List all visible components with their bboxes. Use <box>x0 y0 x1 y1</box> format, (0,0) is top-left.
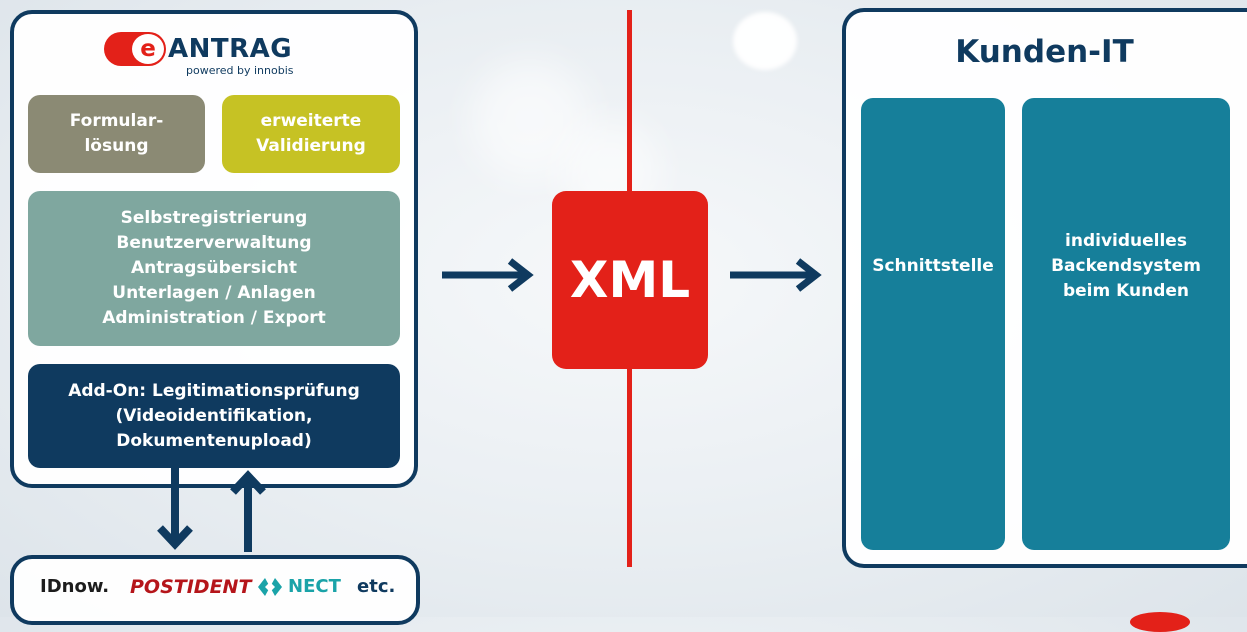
logo-tagline: powered by innobis <box>186 64 294 77</box>
arrow-right-icon <box>442 258 534 292</box>
logo-letter: e <box>132 34 164 64</box>
nect-logo-icon <box>258 578 282 596</box>
box-erweiterte-validierung: erweiterte Validierung <box>222 95 400 173</box>
provider-idnow: IDnow. <box>40 576 110 597</box>
arrow-up-icon <box>230 470 266 552</box>
arrow-right-icon <box>730 258 822 292</box>
box-backendsystem-label: individuelles Backendsystem beim Kunden <box>1051 231 1201 301</box>
xml-label: XML <box>569 251 691 309</box>
box-addon: Add-On: Legitimationsprüfung (Videoident… <box>28 364 400 468</box>
logo-name: ANTRAG <box>168 34 293 64</box>
arrow-down-icon <box>157 468 193 550</box>
exchange-arrows <box>157 468 266 552</box>
box-schnittstelle-label: Schnittstelle <box>872 256 994 276</box>
eantrag-logo-badge: e <box>104 32 166 66</box>
box-features-label: Selbstregistrierung Benutzerverwaltung A… <box>102 208 326 328</box>
corner-badge <box>1130 612 1190 632</box>
box-backendsystem: individuelles Backendsystem beim Kunden <box>1022 98 1230 550</box>
background-blur <box>733 12 797 70</box>
kunden-it-title: Kunden-IT <box>955 34 1134 70</box>
xml-box: XML <box>552 191 708 369</box>
provider-postident: POSTIDENT <box>130 576 252 598</box>
box-features: Selbstregistrierung Benutzerverwaltung A… <box>28 191 400 346</box>
provider-etc: etc. <box>357 576 396 597</box>
box-formularloesung: Formular- lösung <box>28 95 205 173</box>
box-addon-label: Add-On: Legitimationsprüfung (Videoident… <box>68 380 360 451</box>
provider-nect: NECT <box>288 576 341 597</box>
box-schnittstelle: Schnittstelle <box>861 98 1005 550</box>
box-formularloesung-label: Formular- lösung <box>69 111 164 156</box>
box-erweiterte-validierung-label: erweiterte Validierung <box>256 111 366 156</box>
